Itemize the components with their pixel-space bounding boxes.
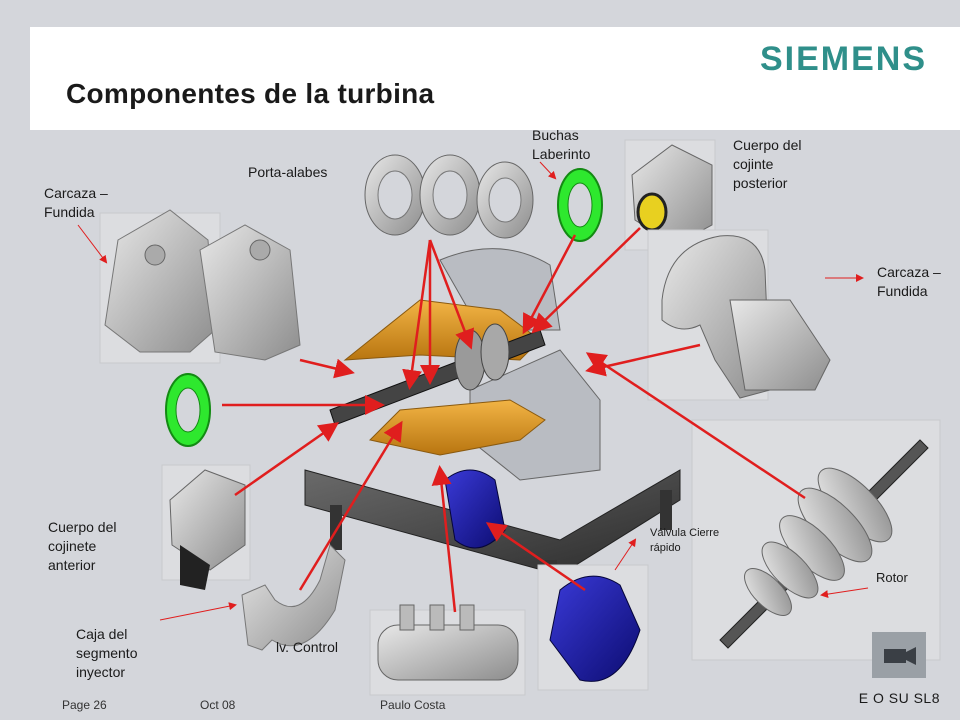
red-arrows [222,227,806,613]
label-carcaza-right: Carcaza – Fundida [877,264,941,299]
page-title: Componentes de la turbina [66,78,435,109]
control-valve-part [369,604,526,696]
arrow-carcaza-left [299,358,355,379]
arrow-cuerpo-anterior [234,422,340,497]
arrow-cuerpo-posterior [531,227,641,334]
video-camera-icon [884,647,916,665]
blade-carrier-rings [364,154,534,239]
label-porta-alabes: Porta-alabes [248,164,328,180]
arrow-porta-alabes-3 [402,239,432,390]
arrow-valv-control [431,465,457,613]
right-casing-part [647,229,831,401]
arrow-caja-segmento [298,420,403,591]
footer-page: Page 26 [62,698,107,712]
label-buchas-laberinto: Buchas Laberinto [532,127,591,162]
label-carcaza-left: Carcaza – Fundida [44,185,108,220]
labyrinth-seal-left [165,373,211,447]
label-leaders [77,161,869,621]
nozzle-segment-box [241,544,346,651]
label-cuerpo-cojinete-anterior: Cuerpo del cojinete anterior [48,519,117,573]
label-rotor: Rotor [876,570,908,585]
label-caja-segmento-inyector: Caja del segmento inyector [76,626,138,680]
label-valv-control: lv. Control [276,639,338,655]
arrow-rotor [585,352,806,500]
footer-author: Paulo Costa [380,698,446,712]
quick-closing-valve-part [537,564,649,691]
label-valvula-cierre-rapido: Válvula Cierre rápido [650,527,720,554]
arrow-valvula-cierre [485,522,586,592]
footer-date: Oct 08 [200,698,236,712]
labyrinth-seal-top [557,168,603,242]
front-bearing-housing [161,464,251,590]
label-cuerpo-cojinte-posterior: Cuerpo del cojinte posterior [733,137,802,191]
siemens-logo: SIEMENS [760,40,928,78]
footer-code: E O SU SL8 [858,690,940,706]
left-casing-part [99,209,301,364]
video-camera-button[interactable] [872,632,926,678]
control-valve-assembly [444,469,506,549]
arrow-porta-alabes-2 [428,239,475,350]
header-band [30,27,960,130]
rotor-part [691,419,941,661]
